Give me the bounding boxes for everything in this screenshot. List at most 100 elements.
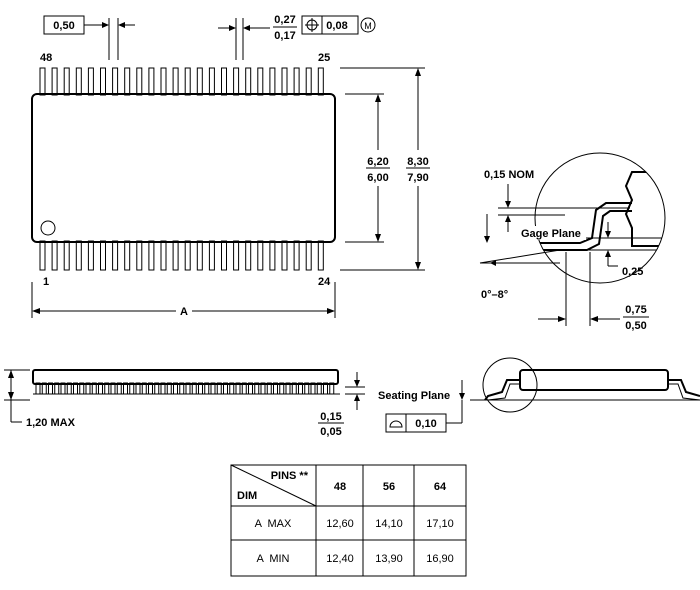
lead [196,67,203,96]
lead [317,67,324,96]
standoff-max: 0,15 [320,411,341,423]
pin-1-indicator [40,220,56,236]
standoff-min: 0,05 [320,426,341,438]
length-label-a: A [180,306,188,318]
profile-surface-icon [389,420,403,428]
lead [160,240,167,271]
table-cell: 12,40 [326,553,354,565]
lead [184,67,191,96]
lead [305,240,312,271]
lead-detail: 0,15 NOM Gage Plane 0,25 0°–8° 0,75 [479,152,666,332]
table-cell: 17,10 [426,518,454,530]
gage-plane-label: Gage Plane [521,228,581,240]
gage-value: 0,25 [622,266,643,278]
table-row-a-max-label: A MAX [255,518,292,530]
side-view: 1,20 MAX 0,15 0,05 [4,369,365,438]
table-header-dim: DIM [237,490,257,502]
lead [160,67,167,96]
position-symbol-icon [305,18,319,32]
pin-label-24: 24 [318,276,331,288]
table-cell: 14,10 [375,518,403,530]
lead [208,240,215,271]
height-max-label: 1,20 MAX [26,417,76,429]
lead [281,240,288,271]
lead [100,67,106,96]
pin-label-1: 1 [43,276,49,288]
lead [233,67,240,96]
package-body-end [519,369,669,391]
lead [184,240,191,271]
lead [221,67,227,96]
lead [75,240,82,271]
nom-dimension: 0,15 NOM [484,169,534,181]
dimension-table: PINS ** DIM 48 56 64 A MAX 12,60 14,10 1… [230,464,467,577]
position-tolerance-value: 0,08 [326,20,347,32]
lead [51,67,58,96]
table-cell: 16,90 [426,553,454,565]
detail-reference-circle [482,357,538,413]
lead [305,67,312,96]
pitch-value: 0,50 [53,20,74,32]
lead [112,240,119,271]
lead-width-min: 0,17 [274,30,295,42]
detail-circle [534,152,666,284]
lead [172,240,179,271]
lead [148,240,155,271]
top-view: 0,50 0,27 0,17 0,08 M 48 25 1 [31,14,430,318]
lead [124,240,131,271]
header-diagonal [230,464,317,507]
flatness-value: 0,10 [415,418,436,430]
lead [39,240,46,271]
table-header-pins: PINS ** [271,470,309,482]
lead [39,67,46,96]
lead [221,240,227,271]
table-col-48: 48 [334,481,346,493]
body-width-min: 6,00 [367,172,388,184]
lead [87,67,94,96]
lead [136,240,143,271]
table-col-56: 56 [383,481,395,493]
table-cell: 13,90 [375,553,403,565]
foot-length-min: 0,50 [625,320,646,332]
seating-plane-view: Seating Plane 0,10 [378,357,700,433]
lead [233,240,240,271]
pin-label-25: 25 [318,52,330,64]
overall-width-min: 7,90 [407,172,428,184]
table-cell: 12,60 [326,518,354,530]
foot-length-max: 0,75 [625,304,646,316]
lead [245,240,252,271]
lead [196,240,203,271]
lead [172,67,179,96]
package-body-side [32,369,339,385]
lead [100,240,106,271]
lead [87,240,94,271]
lead-width-max: 0,27 [274,14,295,26]
overall-width-max: 8,30 [407,156,428,168]
lead [257,67,264,96]
svg-text:M: M [364,21,372,31]
lead [293,67,300,96]
lead [293,240,300,271]
top-leads-lower [39,240,324,271]
lead [281,67,288,96]
lead [269,67,276,96]
package-body-top [31,93,336,243]
body-width-max: 6,20 [367,156,388,168]
lead [317,240,324,271]
seating-plane-label: Seating Plane [378,390,450,402]
angle-label: 0°–8° [481,289,508,301]
lead [112,67,119,96]
lead [63,67,70,96]
table-col-64: 64 [434,481,447,493]
lead [245,67,252,96]
lead [136,67,143,96]
position-tolerance-frame [301,15,359,35]
lead [269,240,276,271]
lead [51,240,58,271]
lead [124,67,131,96]
lead [75,67,82,96]
lead [257,240,264,271]
lead [63,240,70,271]
lead [148,67,155,96]
